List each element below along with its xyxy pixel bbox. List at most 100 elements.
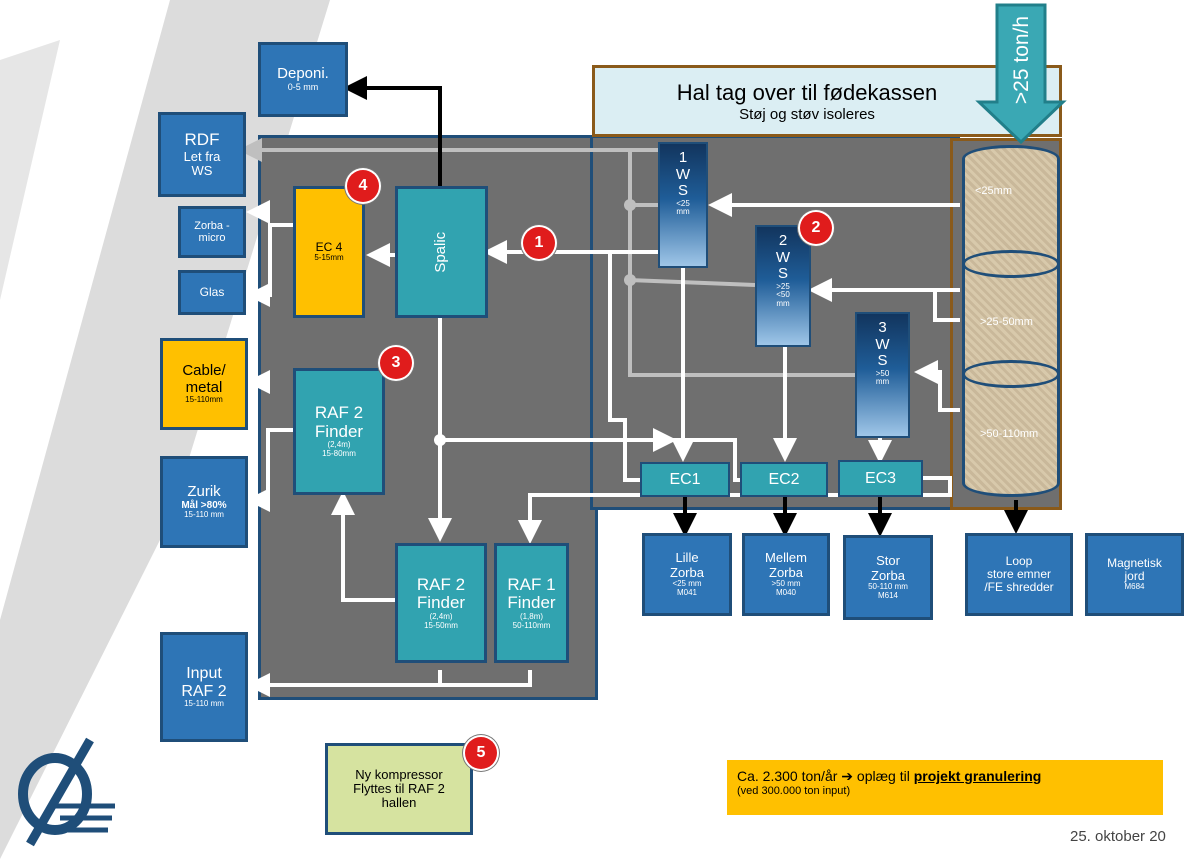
raf2-upper-sub2: 15-80mm bbox=[322, 449, 356, 459]
hall-subtitle: Støj og støv isoleres bbox=[739, 106, 875, 123]
drum-label-small: <25mm bbox=[975, 185, 1012, 197]
raf2-lower-title: RAF 2 Finder bbox=[416, 574, 466, 613]
deponi-title: Deponi. bbox=[277, 65, 329, 83]
ec4-title: EC 4 bbox=[315, 240, 343, 254]
mellem-zorba-box: Mellem Zorba >50 mm M040 bbox=[742, 533, 830, 616]
magnetisk-jord-box: Magnetisk jord M684 bbox=[1085, 533, 1184, 616]
badge-5: 5 bbox=[465, 737, 497, 769]
zurik-line3: 15-110 mm bbox=[184, 510, 224, 520]
deponi-sub: 0-5 mm bbox=[287, 81, 319, 92]
loop-box: Loop store emner /FE shredder bbox=[965, 533, 1073, 616]
stor-title: Stor Zorba bbox=[871, 553, 905, 583]
raf2-finder-upper-box: RAF 2 Finder (2,4m) 15-80mm bbox=[293, 368, 385, 495]
deponi-box: Deponi. 0-5 mm bbox=[258, 42, 348, 117]
ec4-sub: 5-15mm bbox=[314, 253, 344, 263]
drum-label-medium: >25-50mm bbox=[980, 316, 1033, 328]
mellem-sub1: >50 mm bbox=[771, 579, 801, 588]
ec2-box: EC2 bbox=[740, 462, 828, 497]
input-raf2-box: Input RAF 2 15-110 mm bbox=[160, 632, 248, 742]
granulation-note: Ca. 2.300 ton/år ➔ oplæg til projekt gra… bbox=[727, 760, 1163, 815]
ws1-number: 1 bbox=[678, 149, 688, 166]
ws-unit-3: 3 W S >50 mm bbox=[855, 312, 910, 438]
spalic-box: Spalic bbox=[395, 186, 488, 318]
glas-label: Glas bbox=[199, 284, 225, 299]
raf1-sub2: 50-110mm bbox=[512, 620, 551, 630]
compressor-label: Ny kompressor Flyttes til RAF 2 hallen bbox=[353, 766, 445, 811]
raf2-finder-lower-box: RAF 2 Finder (2,4m) 15-50mm bbox=[395, 543, 487, 663]
ec1-box: EC1 bbox=[640, 462, 730, 497]
ws3-number: 3 bbox=[878, 319, 887, 336]
zurik-title: Zurik bbox=[187, 482, 221, 500]
spalic-label: Spalic bbox=[432, 231, 450, 273]
rdf-box: RDF Let fra WS bbox=[158, 112, 246, 197]
rdf-line3: WS bbox=[191, 162, 213, 178]
cable-sub: 15-110mm bbox=[185, 395, 223, 405]
ec3-box: EC3 bbox=[838, 460, 923, 497]
lille-sub2: M041 bbox=[676, 587, 697, 597]
ws2-w: W bbox=[775, 248, 791, 266]
lille-title: Lille Zorba bbox=[670, 550, 704, 580]
cable-title: Cable/ metal bbox=[182, 362, 226, 396]
stor-sub1: 50-110 mm bbox=[868, 582, 908, 591]
company-logo bbox=[18, 737, 115, 847]
input-raf2-sub: 15-110 mm bbox=[184, 699, 224, 709]
drum-ring-1 bbox=[962, 250, 1060, 278]
magnetisk-sub: M684 bbox=[1124, 582, 1145, 592]
ws-unit-2: 2 W S >25 <50 mm bbox=[755, 225, 811, 347]
raf1-sub1: (1,8m) bbox=[519, 611, 544, 621]
ws1-w: W bbox=[675, 165, 691, 183]
badge-2: 2 bbox=[800, 212, 832, 244]
ws3-w: W bbox=[875, 335, 890, 353]
zorba-micro-box: Zorba - micro bbox=[178, 206, 246, 258]
compressor-box: Ny kompressor Flyttes til RAF 2 hallen bbox=[325, 743, 473, 835]
mellem-sub2: M040 bbox=[775, 587, 796, 597]
badge-4: 4 bbox=[347, 170, 379, 202]
raf2-lower-sub2: 15-50mm bbox=[424, 620, 458, 630]
raf2-upper-sub1: (2,4m) bbox=[327, 440, 351, 450]
magnetisk-title: Magnetisk jord bbox=[1107, 555, 1162, 584]
raf1-title: RAF 1 Finder bbox=[507, 574, 556, 613]
zurik-line2: Mål >80% bbox=[181, 500, 227, 512]
ws2-s: S bbox=[777, 265, 788, 282]
drum-label-large: >50-110mm bbox=[980, 428, 1039, 440]
date-footer: 25. oktober 20 bbox=[1070, 828, 1166, 845]
glas-box: Glas bbox=[178, 270, 246, 315]
badge-1: 1 bbox=[523, 227, 555, 259]
ec4-box: EC 4 5-15mm bbox=[293, 186, 365, 318]
raf1-finder-box: RAF 1 Finder (1,8m) 50-110mm bbox=[494, 543, 569, 663]
raf2-upper-title: RAF 2 Finder bbox=[314, 403, 364, 441]
stor-sub2: M614 bbox=[877, 590, 898, 600]
raf2-lower-sub1: (2,4m) bbox=[429, 611, 453, 621]
note-mid: oplæg til bbox=[853, 768, 914, 784]
ws1-s: S bbox=[677, 182, 688, 199]
lille-zorba-box: Lille Zorba <25 mm M041 bbox=[642, 533, 732, 616]
ws2-range: >25 <50 mm bbox=[776, 281, 790, 309]
zurik-box: Zurik Mål >80% 15-110 mm bbox=[160, 456, 248, 548]
note-link: projekt granulering bbox=[913, 768, 1042, 784]
stor-zorba-box: Stor Zorba 50-110 mm M614 bbox=[843, 535, 933, 620]
input-arrow bbox=[975, 3, 1067, 145]
note-line1: Ca. 2.300 ton/år ➔ oplæg til projekt gra… bbox=[737, 768, 1153, 785]
note-amount: Ca. 2.300 ton/år bbox=[737, 768, 838, 784]
loop-label: Loop store emner /FE shredder bbox=[984, 553, 1054, 595]
ws3-range: >50 mm bbox=[875, 368, 890, 387]
note-arrow: ➔ bbox=[841, 768, 854, 784]
ws-unit-1: 1 W S <25 mm bbox=[658, 142, 708, 268]
ws2-number: 2 bbox=[778, 232, 788, 249]
rdf-line2: Let fra bbox=[183, 148, 221, 164]
lille-sub1: <25 mm bbox=[672, 579, 702, 588]
ws3-s: S bbox=[877, 352, 888, 369]
input-rate-label: >25 ton/h bbox=[1010, 15, 1033, 105]
rdf-title: RDF bbox=[184, 129, 220, 149]
cable-metal-box: Cable/ metal 15-110mm bbox=[160, 338, 248, 430]
zorba-micro-label: Zorba - micro bbox=[194, 219, 230, 244]
hall-title: Hal tag over til fødekassen bbox=[676, 80, 938, 105]
badge-3: 3 bbox=[380, 347, 412, 379]
mellem-title: Mellem Zorba bbox=[765, 550, 807, 580]
input-raf2-title: Input RAF 2 bbox=[181, 665, 227, 700]
note-sub: (ved 300.000 ton input) bbox=[737, 785, 851, 797]
drum-ring-2 bbox=[962, 360, 1060, 388]
trommel-drum bbox=[962, 145, 1060, 497]
ws1-range: <25 mm bbox=[676, 198, 690, 217]
